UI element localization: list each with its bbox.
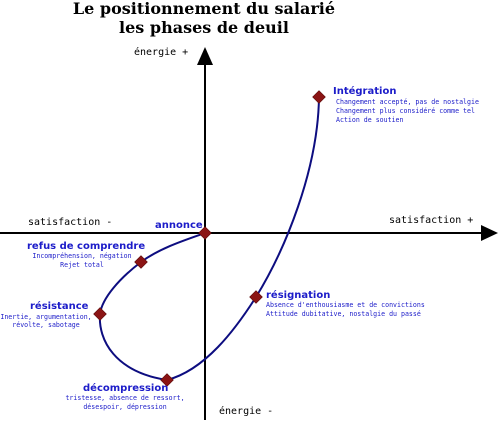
phase-decompression-desc-2: désespoir, dépression — [83, 403, 166, 411]
axis-label-satisfaction-plus: satisfaction + — [389, 215, 473, 226]
phase-integration-name: Intégration — [333, 85, 396, 97]
phase-resignation-desc-1: Absence d'enthousiasme et de convictions — [266, 301, 425, 309]
phase-refus-name: refus de comprendre — [27, 241, 145, 252]
marker-integration — [312, 90, 326, 104]
axis-label-satisfaction-minus: satisfaction - — [28, 217, 112, 228]
marker-decompression — [160, 373, 174, 387]
horizontal-axis-arrowhead — [481, 225, 498, 241]
phase-resistance-desc-2: révolte, sabotage — [12, 321, 80, 329]
phase-integration-desc-2: Changement plus considéré comme tel — [336, 107, 475, 115]
vertical-axis-arrowhead — [197, 47, 213, 65]
phase-refus-desc-2: Rejet total — [60, 261, 104, 269]
phase-integration-desc-1: Changement accepté, pas de nostalgie — [336, 98, 479, 106]
marker-refus — [134, 255, 148, 269]
phase-resistance-name: résistance — [30, 300, 89, 312]
axis-label-energy-plus: énergie + — [134, 46, 188, 58]
grief-curve — [98, 96, 320, 382]
phase-decompression-name: décompression — [83, 382, 168, 394]
phase-integration-desc-3: Action de soutien — [336, 116, 404, 124]
phase-annonce-name: annonce — [155, 220, 203, 231]
phase-refus-desc-1: Incompréhension, négation — [32, 252, 131, 260]
phase-decompression-desc-1: tristesse, absence de ressort, — [65, 394, 184, 402]
diagram-title-line1: Le positionnement du salarié — [73, 0, 335, 18]
marker-resignation — [249, 290, 263, 304]
phase-resignation-name: résignation — [266, 289, 330, 301]
phase-resistance-desc-1: Inertie, argumentation, — [0, 313, 91, 321]
axis-label-energy-minus: énergie - — [219, 405, 273, 417]
marker-resistance — [93, 307, 107, 321]
marker-annonce — [198, 226, 212, 240]
phase-resignation-desc-2: Attitude dubitative, nostalgie du passé — [266, 310, 421, 318]
diagram-title-line2: les phases de deuil — [119, 18, 289, 37]
